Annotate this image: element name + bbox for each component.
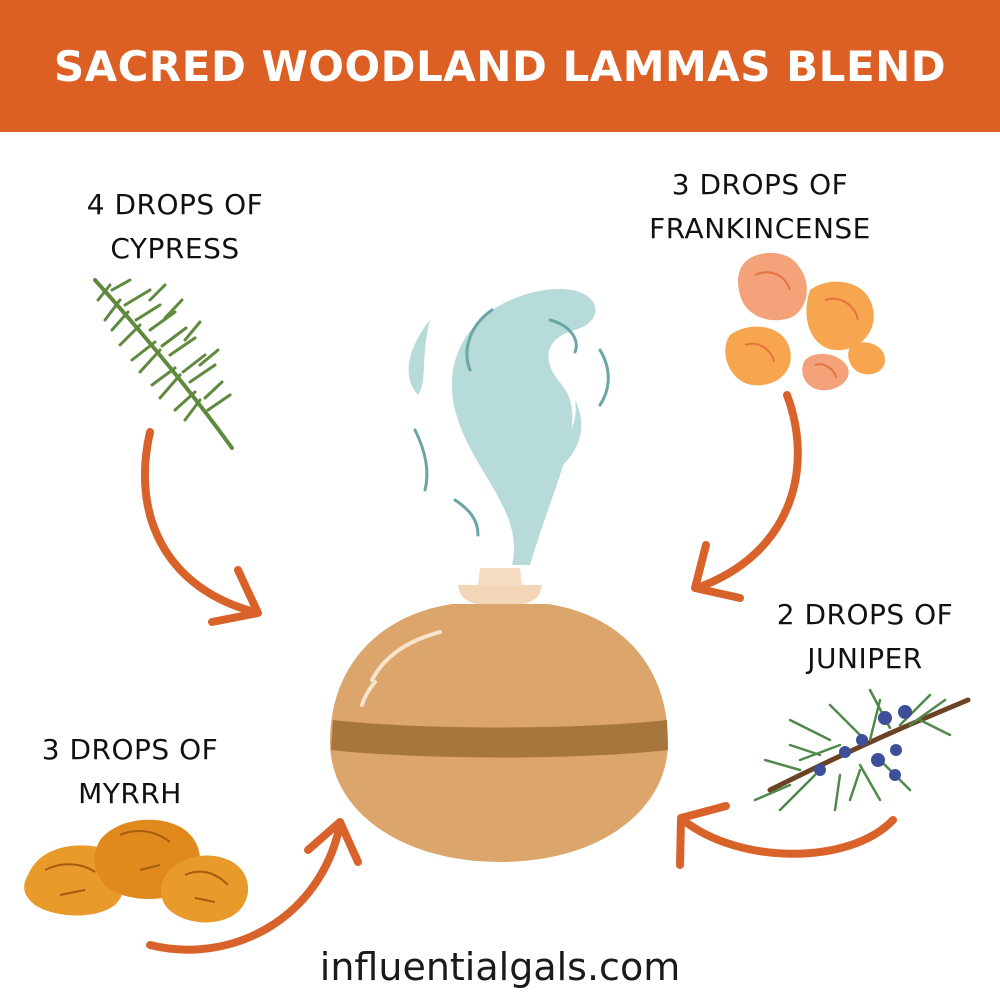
arrowhead-frankincense xyxy=(691,541,744,602)
arrowhead-juniper xyxy=(676,802,730,869)
cypress-sprig-icon xyxy=(93,278,234,450)
page-title: SACRED WOODLAND LAMMAS BLEND xyxy=(53,41,947,91)
steam-icon xyxy=(408,288,596,565)
cypress-name: CYPRESS xyxy=(110,232,240,265)
juniper-name: JUNIPER xyxy=(807,642,923,675)
myrrh-name: MYRRH xyxy=(78,777,182,810)
myrrh-drops: 3 DROPS OF xyxy=(41,733,219,766)
juniper-label: 2 DROPS OF JUNIPER xyxy=(745,593,985,681)
juniper-branch-icon xyxy=(753,688,971,812)
arrow-juniper xyxy=(679,816,897,858)
juniper-drops: 2 DROPS OF xyxy=(776,598,954,631)
myrrh-resin-icon xyxy=(24,819,249,923)
arrow-frankincense xyxy=(693,391,802,592)
arrowhead-myrrh xyxy=(304,818,362,866)
diffuser-icon xyxy=(330,568,668,862)
frankincense-resin-icon xyxy=(725,252,885,391)
title-banner: SACRED WOODLAND LAMMAS BLEND xyxy=(0,0,1000,132)
myrrh-label: 3 DROPS OF MYRRH xyxy=(15,728,245,816)
arrowhead-cypress xyxy=(208,566,262,626)
frankincense-label: 3 DROPS OF FRANKINCENSE xyxy=(630,163,890,251)
cypress-label: 4 DROPS OF CYPRESS xyxy=(60,183,290,271)
website-footer: influentialgals.com xyxy=(319,945,681,989)
frankincense-drops: 3 DROPS OF xyxy=(671,168,849,201)
cypress-drops: 4 DROPS OF xyxy=(86,188,264,221)
arrow-myrrh xyxy=(146,821,344,954)
frankincense-name: FRANKINCENSE xyxy=(649,212,871,245)
arrow-cypress xyxy=(140,428,259,616)
